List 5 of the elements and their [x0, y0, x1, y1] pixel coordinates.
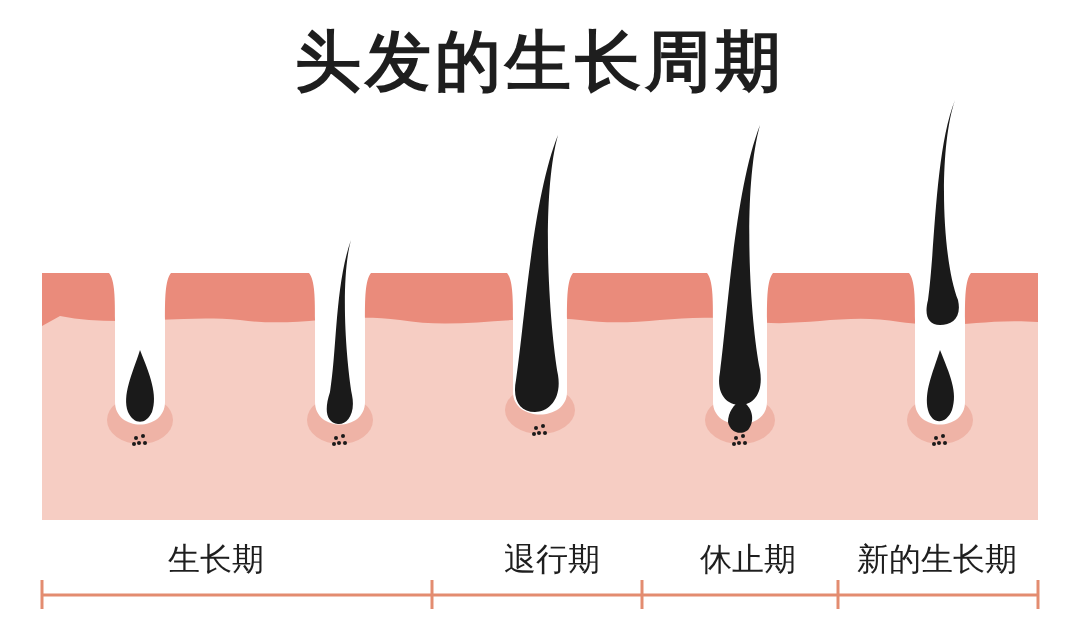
- phase-label: 休止期: [700, 540, 796, 579]
- phase-label: 退行期: [504, 540, 600, 579]
- phase-label: 新的生长期: [857, 540, 1017, 579]
- phase-label: 生长期: [168, 540, 264, 579]
- diagram-title: 头发的生长周期: [294, 22, 786, 102]
